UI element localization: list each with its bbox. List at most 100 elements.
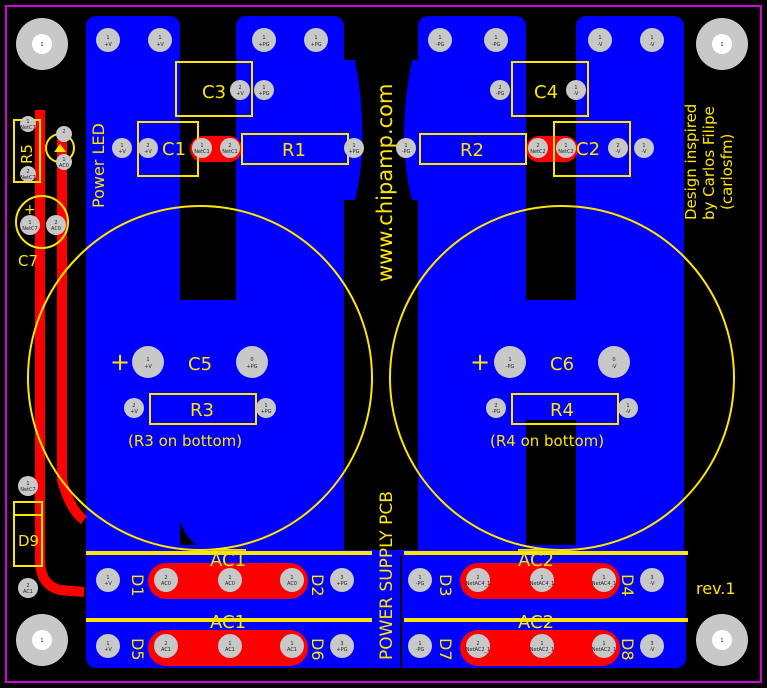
label-ac2: AC2 [518, 612, 554, 633]
svg-text:NetAC4_1: NetAC4_1 [530, 581, 554, 587]
svg-text:+V: +V [104, 581, 112, 587]
label-ac1-bar: AC1 [210, 550, 246, 571]
svg-text:+PG: +PG [336, 581, 347, 587]
svg-text:2: 2 [26, 583, 29, 589]
svg-text:1: 1 [106, 35, 109, 41]
label-ac2-bar: AC2 [518, 550, 554, 571]
label-d1: D1 [128, 574, 147, 597]
svg-text:+V: +V [104, 647, 112, 653]
svg-text:1: 1 [438, 35, 441, 41]
label-r1: R1 [282, 140, 306, 161]
svg-text:1: 1 [106, 641, 109, 647]
svg-text:1: 1 [720, 638, 723, 644]
svg-text:-V: -V [626, 409, 632, 415]
svg-text:0: 0 [612, 357, 615, 363]
svg-text:2: 2 [498, 85, 501, 91]
svg-text:1: 1 [720, 42, 723, 48]
mounting-holes [16, 18, 748, 666]
svg-text:+PG: +PG [336, 647, 347, 653]
svg-text:1: 1 [650, 35, 653, 41]
svg-text:AC1: AC1 [287, 647, 297, 653]
svg-text:1: 1 [626, 403, 629, 409]
svg-text:-PG: -PG [416, 647, 425, 653]
svg-text:1: 1 [290, 575, 293, 581]
label-c4: C4 [534, 82, 558, 103]
svg-text:AC0: AC0 [59, 163, 69, 169]
svg-text:3: 3 [650, 641, 653, 647]
svg-text:AC0: AC0 [51, 226, 61, 232]
svg-text:AC1: AC1 [161, 647, 171, 653]
c6-outline [389, 205, 735, 551]
svg-text:+V: +V [130, 409, 138, 415]
svg-text:+PG: +PG [310, 42, 321, 48]
power-led-label: Power LED [89, 123, 108, 208]
svg-text:-V: -V [574, 91, 580, 97]
svg-text:1: 1 [540, 641, 543, 647]
svg-text:1: 1 [602, 575, 605, 581]
svg-text:2: 2 [62, 129, 65, 135]
label-r2: R2 [460, 140, 484, 161]
svg-text:-PG: -PG [402, 149, 411, 155]
svg-text:-V: -V [612, 364, 618, 370]
svg-text:1: 1 [106, 575, 109, 581]
led-icon [54, 144, 66, 152]
plus-c5: + [110, 348, 130, 376]
svg-text:+PG: +PG [258, 91, 269, 97]
label-d9: D9 [18, 532, 39, 550]
svg-text:2: 2 [476, 575, 479, 581]
svg-text:-V: -V [650, 647, 656, 653]
svg-text:2: 2 [164, 641, 167, 647]
svg-text:2: 2 [146, 143, 149, 149]
svg-text:+V: +V [144, 149, 152, 155]
svg-text:1: 1 [602, 641, 605, 647]
svg-text:NetAC4_1: NetAC4_1 [466, 581, 490, 587]
svg-text:1: 1 [228, 641, 231, 647]
svg-text:2: 2 [164, 575, 167, 581]
svg-text:2: 2 [476, 641, 479, 647]
svg-text:2: 2 [536, 143, 539, 149]
bottom-copper [86, 16, 686, 668]
svg-text:2: 2 [26, 169, 29, 175]
svg-text:1: 1 [146, 357, 149, 363]
svg-text:1: 1 [158, 35, 161, 41]
svg-text:-V: -V [642, 149, 648, 155]
svg-text:NetC7: NetC7 [20, 487, 35, 493]
svg-text:1: 1 [262, 85, 265, 91]
svg-text:-V: -V [616, 149, 622, 155]
label-c3: C3 [202, 82, 226, 103]
svg-text:1: 1 [494, 35, 497, 41]
c5-outline [27, 205, 373, 551]
svg-text:1: 1 [26, 119, 29, 125]
svg-text:-V: -V [598, 42, 604, 48]
label-r5: R5 [18, 144, 36, 164]
label-d8: D8 [618, 638, 637, 661]
svg-text:3: 3 [650, 575, 653, 581]
svg-text:1: 1 [418, 575, 421, 581]
note-r3: (R3 on bottom) [128, 432, 242, 450]
svg-text:-V: -V [650, 581, 656, 587]
svg-text:1: 1 [228, 575, 231, 581]
label-ac1: AC1 [210, 612, 246, 633]
svg-text:+V: +V [118, 149, 126, 155]
label-d3: D3 [436, 574, 455, 597]
label-d7: D7 [436, 638, 455, 661]
svg-text:NetAC2_1: NetAC2_1 [530, 647, 554, 653]
label-c1: C1 [162, 139, 186, 160]
svg-text:+V: +V [144, 364, 152, 370]
svg-text:1: 1 [40, 638, 43, 644]
svg-text:1: 1 [564, 143, 567, 149]
svg-text:NetC1: NetC1 [222, 149, 237, 155]
svg-text:2: 2 [132, 403, 135, 409]
svg-text:1: 1 [642, 143, 645, 149]
label-d6: D6 [308, 638, 327, 661]
revision-label: rev.1 [696, 579, 736, 598]
label-r3: R3 [190, 400, 214, 421]
svg-text:1: 1 [418, 641, 421, 647]
svg-text:1: 1 [28, 220, 31, 226]
svg-text:+V: +V [104, 42, 112, 48]
svg-text:NetC2: NetC2 [530, 149, 545, 155]
svg-text:+V: +V [156, 42, 164, 48]
svg-text:NetC7: NetC7 [22, 226, 37, 232]
svg-text:1: 1 [26, 481, 29, 487]
